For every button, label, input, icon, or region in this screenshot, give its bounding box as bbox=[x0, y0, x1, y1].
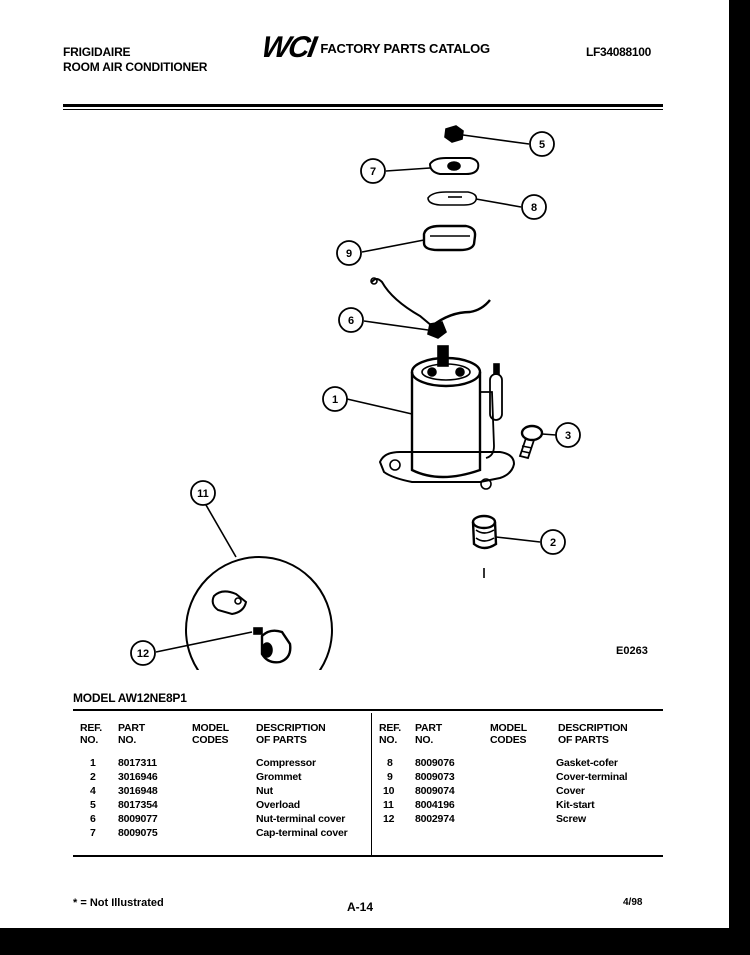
model-rule bbox=[73, 709, 663, 711]
callout-6-top: 5 bbox=[539, 139, 545, 151]
catalog-page: FRIGIDAIRE ROOM AIR CONDITIONER WCI FACT… bbox=[0, 0, 729, 928]
model-label: MODEL AW12NE8P1 bbox=[73, 691, 187, 705]
figure-code: E0263 bbox=[616, 645, 648, 657]
part-kit-start-detail bbox=[155, 504, 333, 670]
callout-3: 3 bbox=[565, 430, 571, 442]
footnote-not-illustrated: * = Not Illustrated bbox=[73, 897, 164, 909]
callout-circle-1 bbox=[322, 386, 348, 412]
catalog-number: LF34088100 bbox=[586, 45, 652, 59]
callout-circle-9 bbox=[336, 240, 362, 266]
revision-date: 4/98 bbox=[623, 897, 643, 908]
header-ref-right: REF.NO. bbox=[379, 722, 401, 746]
callout-circle-5 bbox=[338, 307, 364, 333]
table-row: 11 8004196 Kit-start bbox=[383, 799, 595, 811]
table-row: 1 8017311 Compressor bbox=[90, 757, 316, 769]
table-row: 8 8009076 Gasket-cofer bbox=[387, 757, 618, 769]
callout-circle-11 bbox=[190, 480, 216, 506]
product-name: ROOM AIR CONDITIONER bbox=[63, 60, 208, 74]
callout-circle-8 bbox=[521, 194, 547, 220]
parts-table-right: 8 8009076 Gasket-cofer 9 8009073 Cover-t… bbox=[0, 757, 729, 827]
part-overload bbox=[363, 277, 491, 339]
table-row: 12 8002974 Screw bbox=[383, 813, 586, 825]
parts-table-left: 1 8017311 Compressor 2 3016946 Grommet 4… bbox=[0, 757, 371, 841]
header-brand-block: FRIGIDAIRE ROOM AIR CONDITIONER bbox=[63, 45, 207, 75]
callout-8: 8 bbox=[531, 202, 537, 214]
header-rule bbox=[63, 104, 663, 107]
table-row: 7 8009075 Cap-terminal cover bbox=[90, 827, 348, 839]
table-row: 6 8009077 Nut-terminal cover bbox=[90, 813, 346, 825]
part-nut-terminal-cover bbox=[444, 125, 530, 145]
part-gasket-cofer bbox=[427, 191, 522, 208]
part-cap-terminal-cover bbox=[385, 157, 480, 175]
table-row: 9 8009073 Cover-terminal bbox=[387, 771, 628, 783]
table-row: 10 8009074 Cover bbox=[383, 785, 585, 797]
callout-2: 2 bbox=[550, 537, 556, 549]
callout-11: 11 bbox=[197, 488, 209, 500]
callout-circle-12 bbox=[130, 640, 156, 666]
callout-12: 12 bbox=[137, 648, 149, 660]
callout-circle-2 bbox=[540, 529, 566, 555]
header-ref-left: REF.NO. bbox=[80, 722, 102, 746]
callout-7: 7 bbox=[370, 166, 376, 178]
callout-circle-7 bbox=[360, 158, 386, 184]
callout-circle-6-top bbox=[529, 131, 555, 157]
header-catalog-block: WCI FACTORY PARTS CATALOG bbox=[259, 31, 490, 64]
header-rule-thin bbox=[63, 109, 663, 110]
callout-5: 6 bbox=[348, 315, 354, 327]
callout-1: 1 bbox=[332, 394, 338, 406]
table-bottom-rule bbox=[73, 855, 663, 857]
wci-logo: WCI bbox=[259, 31, 318, 64]
table-row: 2 3016946 Grommet bbox=[90, 771, 302, 783]
exploded-parts-diagram: 5 7 8 9 6 1 3 2 11 12 bbox=[130, 125, 581, 670]
part-compressor bbox=[346, 345, 516, 490]
catalog-title: FACTORY PARTS CATALOG bbox=[320, 40, 490, 56]
table-row: 4 3016948 Nut bbox=[90, 785, 273, 797]
part-cover-terminal bbox=[361, 224, 477, 253]
brand-name: FRIGIDAIRE bbox=[63, 45, 131, 59]
part-grommet bbox=[471, 514, 541, 578]
callout-circle-3 bbox=[555, 422, 581, 448]
callout-9: 9 bbox=[346, 248, 352, 260]
table-column-divider bbox=[371, 713, 372, 855]
page-number: A-14 bbox=[347, 900, 374, 914]
table-row: 5 8017354 Overload bbox=[90, 799, 300, 811]
part-screw bbox=[518, 424, 557, 460]
